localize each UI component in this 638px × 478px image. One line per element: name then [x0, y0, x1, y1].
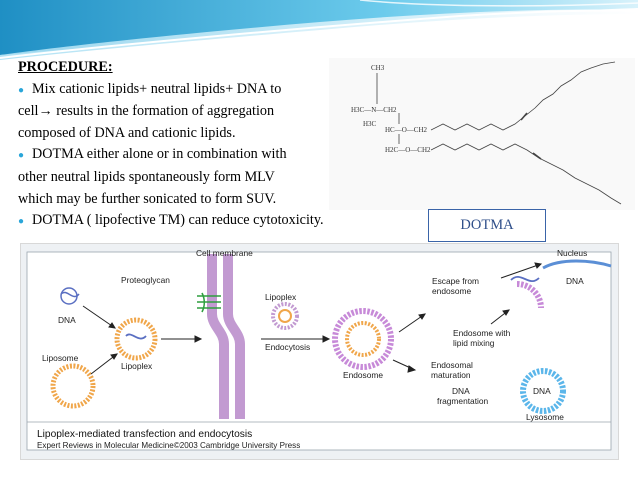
label-endosome-with-line1: Endosome with [453, 328, 511, 338]
label-dna-frag-line1: DNA [452, 386, 470, 396]
liposome-icon [50, 363, 96, 409]
figure-caption: Lipoplex-mediated transfection and endoc… [37, 429, 252, 440]
bullet-dot-icon: ● [18, 84, 25, 96]
molecule-bonds [376, 61, 622, 205]
label-lipoplex-mid: Lipoplex [265, 292, 297, 302]
endosome-icon [332, 308, 394, 370]
label-endosome-with-line2: lipid mixing [453, 338, 495, 348]
label-dna: DNA [58, 315, 76, 325]
dna-cluster-icon [60, 287, 80, 305]
label-dna-frag-line2: fragmentation [437, 396, 489, 406]
dotma-structure-image: CH3 H3C—N—CH2 H3C HC—O—CH2 H2C—O—CH2 [329, 58, 635, 210]
label-lysosome-dna: DNA [533, 386, 551, 396]
dotma-label-box: DOTMA [428, 209, 546, 242]
lipoplex-diagram: Cell membrane Proteoglycan DNA Liposome [26, 248, 612, 451]
atom-h3c-n: H3C—N—CH2 [351, 106, 397, 114]
atom-h3c: H3C [363, 120, 377, 128]
label-endocytosis: Endocytosis [265, 342, 310, 352]
bullet-1-line-1: Mix cationic lipids+ neutral lipids+ DNA… [32, 80, 282, 97]
proteoglycan-shape [197, 292, 221, 313]
bullet-2-line-2: other neutral lipids spontaneously form … [18, 168, 275, 185]
bullet-1-line-3: composed of DNA and cationic lipids. [18, 124, 236, 141]
escape-endosome-icon [510, 275, 544, 309]
label-escape-line2: endosome [432, 286, 471, 296]
figure-credit: Expert Reviews in Molecular Medicine©200… [37, 441, 300, 450]
bullet-3: ● DOTMA ( lipofective TM) can reduce cyto… [18, 210, 348, 233]
label-dna-right: DNA [566, 276, 584, 286]
bullet-1-line-2: cell→ results in the formation of aggreg… [18, 103, 275, 120]
label-endosomal-line2: maturation [431, 370, 471, 380]
procedure-text: PROCEDURE: ● Mix cationic lipids+ neutral… [18, 57, 348, 233]
atom-h2c-o: H2C—O—CH2 [385, 146, 431, 154]
diagram-frame [26, 251, 612, 451]
label-cell-membrane: Cell membrane [196, 248, 253, 258]
bullet-3-line-1: DOTMA ( lipofective TM) can reduce cytot… [32, 212, 324, 229]
label-lysosome: Lysosome [526, 412, 564, 422]
header-decoration [0, 0, 638, 60]
bullet-1: ● Mix cationic lipids+ neutral lipids+ DN… [18, 79, 348, 102]
lipoplex-membrane-icon [271, 302, 299, 330]
label-endosome: Endosome [343, 370, 383, 380]
lipoplex-figure: Cell membrane Proteoglycan DNA Liposome [20, 243, 619, 460]
process-arrows [82, 262, 543, 375]
procedure-heading: PROCEDURE: [18, 59, 113, 75]
bullet-2-line-1: DOTMA either alone or in combination wit… [32, 146, 287, 163]
atom-hc-o: HC—O—CH2 [385, 126, 428, 134]
nucleus-shape [542, 259, 612, 270]
label-lipoplex-left: Lipoplex [121, 361, 153, 371]
right-arrow-icon: → [38, 103, 53, 120]
bullet-2-line-3: which may be further sonicated to form S… [18, 190, 277, 207]
bullet-2: ● DOTMA either alone or in combination wi… [18, 144, 348, 167]
label-escape-line1: Escape from [432, 276, 479, 286]
lysosome-icon [520, 368, 566, 414]
lipoplex-icon [114, 317, 158, 361]
molecule-drawing: CH3 H3C—N—CH2 H3C HC—O—CH2 H2C—O—CH2 [351, 61, 622, 205]
bullet-dot-icon: ● [18, 216, 25, 228]
label-nucleus: Nucleus [557, 248, 587, 258]
label-endosomal-line1: Endosomal [431, 360, 473, 370]
bullet-dot-icon: ● [18, 150, 25, 162]
label-liposome: Liposome [42, 353, 79, 363]
label-proteoglycan: Proteoglycan [121, 275, 170, 285]
cell-membrane-shape [207, 254, 245, 419]
atom-ch3: CH3 [371, 64, 385, 72]
